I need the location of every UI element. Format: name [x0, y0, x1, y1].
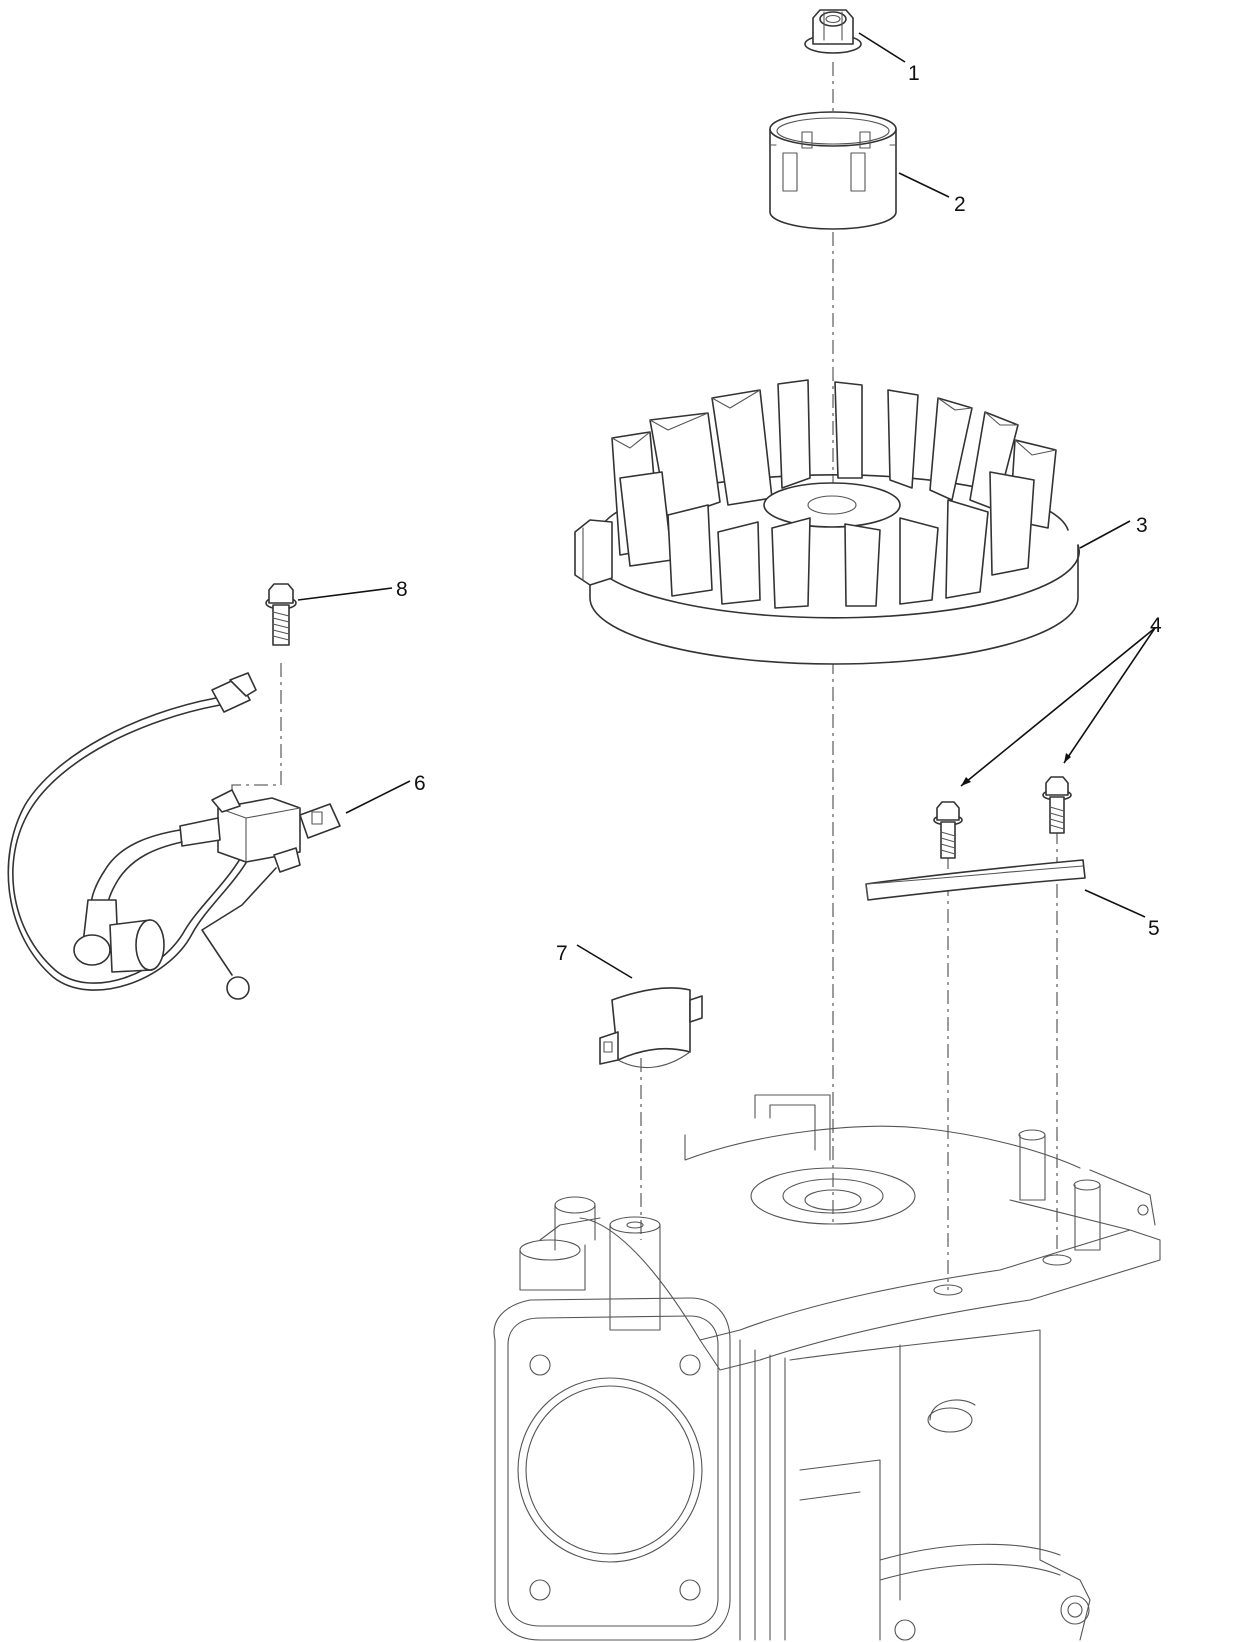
engine-block	[493, 1094, 1161, 1641]
callout-8: 8	[396, 578, 408, 601]
flywheel-key	[599, 987, 703, 1069]
callout-5: 5	[1148, 917, 1160, 940]
callout-1: 1	[908, 62, 920, 85]
callout-7: 7	[556, 942, 568, 965]
starter-cup	[769, 111, 897, 230]
callout-2: 2	[954, 193, 966, 216]
flange-nut	[804, 9, 862, 54]
shroud-strip	[865, 859, 1086, 901]
coil-bolt	[265, 583, 297, 646]
shroud-bolt-right	[1042, 776, 1072, 834]
callout-3: 3	[1136, 514, 1148, 537]
callout-6: 6	[414, 772, 426, 795]
leader-lines	[297, 32, 1156, 979]
shroud-bolt-left	[933, 801, 963, 859]
callout-labels: 1 2 3 4 5 6 7 8	[396, 62, 1162, 965]
flywheel	[574, 379, 1080, 665]
assembly-centerlines	[231, 62, 1058, 1290]
ignition-coil	[7, 672, 341, 1000]
callout-4: 4	[1150, 614, 1162, 637]
